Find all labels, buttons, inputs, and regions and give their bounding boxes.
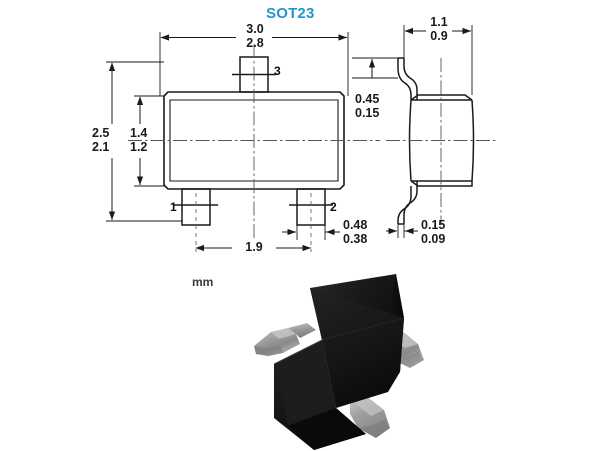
centerlines	[128, 44, 380, 240]
dim-value-upper: 1.1	[430, 15, 448, 29]
dim-leadthickness-0p15	[386, 224, 418, 238]
photo-lead-lower-right	[350, 396, 390, 438]
sot23-package-photo	[238, 268, 468, 451]
dim-value-lower: 0.09	[421, 232, 446, 246]
photo-body	[273, 274, 405, 450]
page-title: SOT23	[266, 5, 315, 22]
photo-lead-upper-left	[254, 328, 300, 356]
dim-height-2p5	[106, 61, 182, 222]
upper-lead-outer	[403, 58, 418, 100]
unit-label: mm	[192, 275, 214, 289]
dim-value-lower: 1.2	[130, 140, 148, 154]
dim-value-upper: 0.48	[343, 218, 368, 232]
dim-value-upper: 0.45	[355, 92, 380, 106]
dim-value-upper: 3.0	[246, 22, 264, 36]
body-outline-outer	[163, 91, 345, 190]
dim-standoff-0p45	[352, 57, 398, 79]
pin-label-2: 2	[330, 200, 337, 214]
pin-centerlines	[195, 193, 312, 252]
package-photo-svg	[254, 274, 424, 450]
dim-value-upper: 0.15	[421, 218, 446, 232]
photo-lead-upper-left-riser	[288, 323, 316, 338]
dim-value-lower: 0.15	[355, 106, 380, 120]
dim-value-lower: 0.9	[430, 29, 448, 43]
dim-width-3p0	[159, 32, 349, 96]
dim-value-lower: 0.38	[343, 232, 368, 246]
dim-value-lower: 2.8	[246, 36, 264, 50]
body-right-edge	[471, 99, 475, 182]
pin-label-1: 1	[170, 200, 177, 214]
dim-label-pin-pitch: 1.9	[238, 240, 270, 255]
dim-value: 1.9	[245, 240, 263, 254]
body-top-chamfer	[410, 94, 473, 101]
dim-height-1p4	[134, 95, 164, 187]
dim-value-upper: 1.4	[130, 126, 148, 140]
side-view-geometry	[397, 57, 475, 225]
pin-label-3: 3	[274, 64, 281, 78]
upper-lead-inner	[397, 58, 412, 100]
pin-3-lead	[239, 56, 269, 93]
dim-leadwidth-0p48	[282, 225, 340, 240]
dim-sidewidth-1p1	[403, 25, 473, 95]
dim-value-lower: 2.1	[92, 140, 110, 154]
pin-1-lead	[181, 188, 211, 226]
lower-lead-inner	[397, 186, 412, 224]
body-outline-inner	[169, 99, 339, 182]
dim-value-upper: 2.5	[92, 126, 110, 140]
side-view-centerlines	[386, 58, 496, 224]
body-bottom-chamfer	[410, 180, 473, 187]
